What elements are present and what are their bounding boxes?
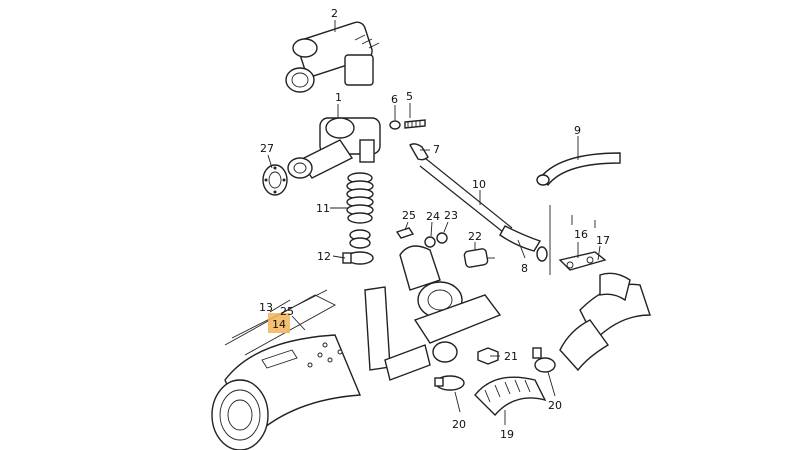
clamp-part-20-right — [532, 347, 556, 373]
hose-part-19 — [474, 376, 547, 417]
label-part-1: 1 — [335, 91, 342, 104]
label-part-19: 19 — [500, 428, 514, 441]
label-part-27: 27 — [260, 142, 274, 155]
label-part-25-bottom: 25 — [280, 305, 294, 318]
clamp-part-20-left — [434, 375, 465, 391]
label-part-8: 8 — [521, 262, 528, 275]
hose-part-8 — [499, 225, 548, 262]
intake-duct — [559, 272, 651, 372]
part-22-bracket — [463, 248, 495, 268]
label-part-16: 16 — [574, 228, 588, 241]
label-part-20-left: 20 — [452, 418, 466, 431]
valve-part-1 — [287, 117, 381, 179]
hose-part-9 — [536, 152, 621, 187]
nut-part-23 — [436, 232, 448, 244]
label-part-23: 23 — [444, 209, 458, 222]
label-part-5: 5 — [406, 90, 413, 103]
label-part-22: 22 — [468, 230, 482, 243]
label-part-6: 6 — [391, 93, 398, 106]
label-part-25-top: 25 — [402, 209, 416, 222]
label-part-2: 2 — [331, 7, 338, 20]
label-part-24: 24 — [426, 210, 440, 223]
flange-part-27 — [262, 164, 288, 196]
label-part-21: 21 — [504, 350, 518, 363]
housing-assembly — [364, 245, 502, 381]
screw-part-5 — [404, 119, 426, 129]
nut-part-21 — [477, 347, 499, 365]
part-labels: 2 1 6 5 7 9 27 10 11 25 24 23 16 17 22 1… — [259, 7, 610, 441]
clamp-part-12 — [342, 251, 374, 265]
label-part-7: 7 — [433, 143, 440, 156]
label-part-10: 10 — [472, 178, 486, 191]
label-part-13: 13 — [259, 301, 273, 314]
leader-lines — [267, 20, 601, 425]
bracket-part-16 — [549, 205, 607, 275]
label-part-14: 14 — [272, 318, 286, 331]
nut-part-24 — [424, 236, 436, 248]
air-filter-housing — [211, 289, 362, 450]
label-part-9: 9 — [574, 124, 581, 137]
washer-part-6 — [389, 120, 401, 130]
bellows-part-11 — [346, 172, 374, 249]
pipe-part-10 — [419, 157, 513, 237]
label-part-11: 11 — [316, 202, 330, 215]
label-part-17: 17 — [596, 234, 610, 247]
highlight-part-14 — [268, 313, 290, 333]
hose-part-7 — [409, 143, 429, 161]
label-part-20-right: 20 — [548, 399, 562, 412]
label-part-12: 12 — [317, 250, 331, 263]
valve-part-2 — [285, 21, 380, 93]
